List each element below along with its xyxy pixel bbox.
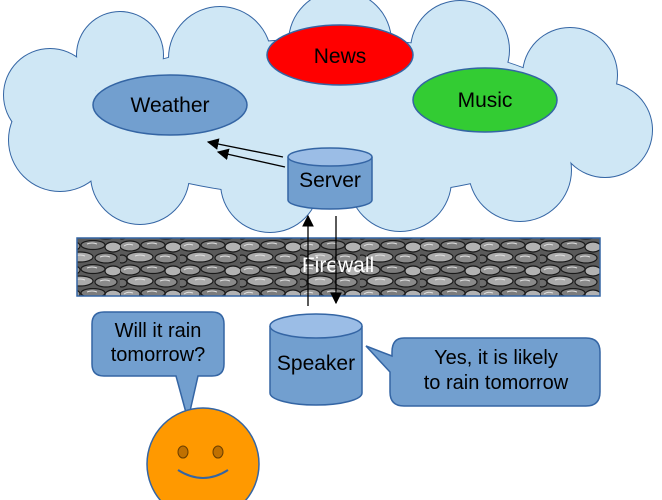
reply-line1: Yes, it is likely (434, 347, 558, 369)
weather-node: Weather (92, 74, 248, 136)
music-node: Music (412, 67, 558, 133)
weather-server-arrows (206, 138, 286, 168)
user-question-line2: tomorrow? (111, 344, 205, 366)
speaker-label: Speaker (277, 352, 355, 375)
firewall: Firewall (76, 237, 601, 297)
speaker-node: Speaker (269, 313, 363, 406)
reply-speech-bubble: Yes, it is likely to rain tomorrow (365, 337, 601, 407)
reply-line2: to rain tomorrow (424, 372, 569, 394)
weather-label: Weather (131, 94, 210, 117)
user-speech-bubble: Will it rain tomorrow? (91, 311, 225, 421)
smiley-face-icon (146, 407, 260, 500)
firewall-label: Firewall (302, 254, 374, 277)
speaker-server-arrows (302, 214, 342, 306)
server-label: Server (299, 169, 361, 192)
user-question-line1: Will it rain (115, 320, 202, 342)
server-node: Server (287, 147, 373, 210)
news-node: News (266, 24, 414, 86)
music-label: Music (458, 89, 513, 112)
news-label: News (314, 45, 367, 68)
